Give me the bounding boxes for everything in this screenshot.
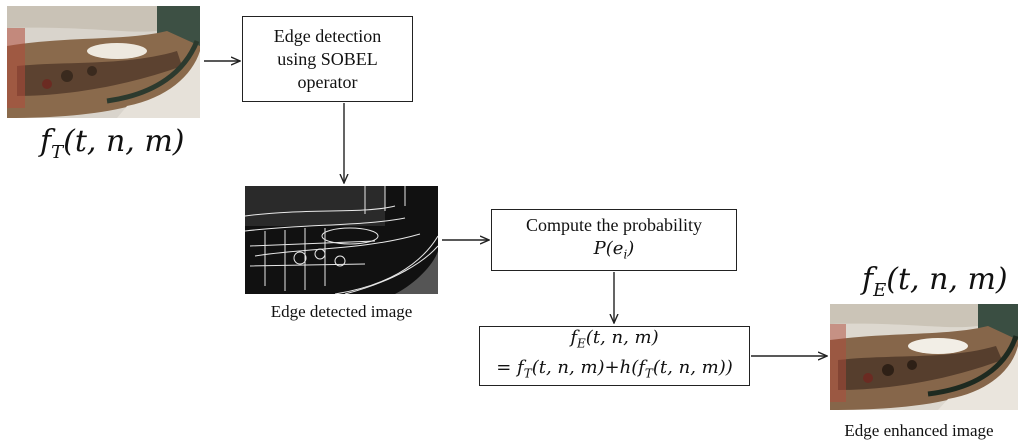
edge-photo-graphic [245,186,438,294]
edge-detected-image [245,186,438,294]
output-args: (t, n, m) [886,262,1008,297]
sobel-line2: using SOBEL [277,48,378,69]
formula-sub-t2: T [644,366,653,381]
formula-sub: E [577,337,586,351]
probability-box: Compute the probability P(ei) [491,209,737,271]
probability-sub: i [623,247,628,262]
formula-line2: = fT(t, n, m)+h(fT(t, n, m)) [496,356,733,386]
sobel-box: Edge detection using SOBEL operator [242,16,413,102]
formula-line1: fE(t, n, m) [570,326,658,356]
probability-line2: P(ei) [594,237,635,267]
probability-end: ) [627,237,635,259]
formula-args: (t, n, m) [585,327,659,349]
edge-enhanced-image [830,304,1018,410]
sobel-line3: operator [297,71,358,92]
edge-detected-caption: Edge detected image [270,302,413,321]
formula-b: (t, n, m)+h(f [531,357,645,378]
sobel-line1: Edge detection [273,25,382,46]
output-sub: E [873,280,887,301]
formula-c: (t, n, m)) [652,357,733,378]
probability-line1: Compute the probability [526,214,702,235]
input-photo-graphic [7,6,200,118]
input-sub: T [51,142,64,163]
formula-f: f [570,327,578,349]
formula-a: = f [496,357,524,378]
probability-p: P(e [593,237,624,259]
output-signal-label: fE(t, n, m) [862,262,1008,301]
output-f: f [862,262,874,297]
formula-sub-t1: T [523,366,532,381]
input-signal-label: fT(t, n, m) [40,124,185,163]
input-args: (t, n, m) [63,124,185,159]
input-f: f [40,124,52,159]
input-image [7,6,200,118]
edge-enhanced-caption: Edge enhanced image [844,421,994,440]
formula-box: fE(t, n, m) = fT(t, n, m)+h(fT(t, n, m)) [479,326,750,386]
output-photo-graphic [830,304,1018,410]
